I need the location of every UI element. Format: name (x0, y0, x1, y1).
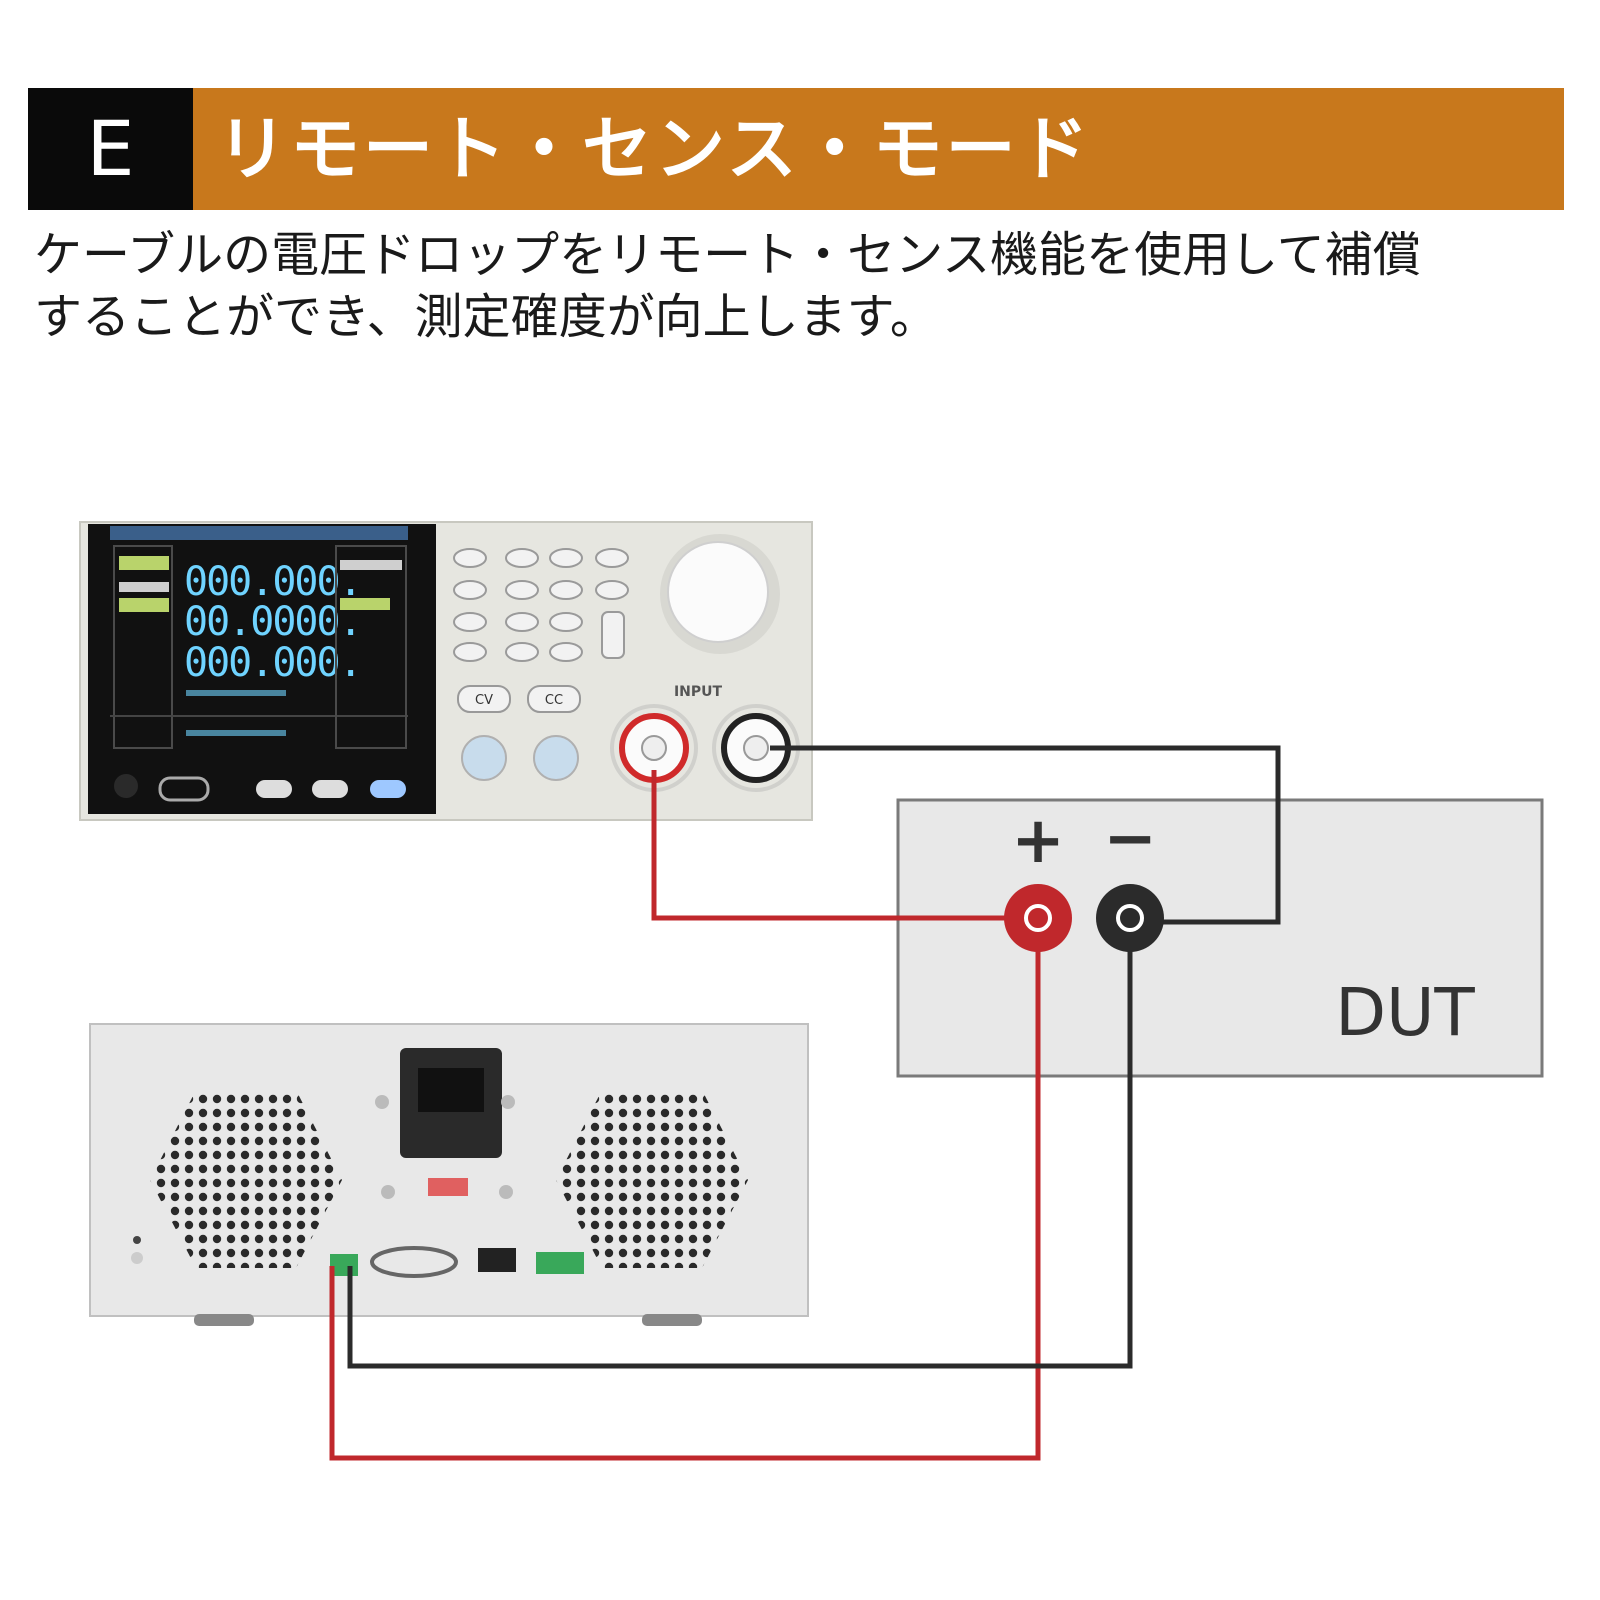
screen-reading-3: 000.000. (184, 640, 361, 686)
dut-box: + − DUT (896, 798, 1544, 1078)
sense-minus-wire (347, 944, 1133, 1369)
front-plus-wire (651, 770, 1034, 921)
section-header: E リモート・センス・モード (28, 88, 1564, 210)
cv-button (457, 685, 511, 713)
section-letter: E (28, 88, 193, 210)
screen-reading-1: 000.000. (184, 559, 361, 605)
screen-bezel (88, 524, 436, 814)
screen-reading-2: 00.0000. (184, 599, 361, 645)
electronic-load-front-panel: 000.000. 00.0000. 000.000. CV CC (79, 521, 813, 821)
description-line-2: することができ、測定確度が向上します。 (34, 289, 938, 345)
input-label: INPUT (674, 684, 723, 700)
wires (329, 745, 1281, 1461)
keypad (453, 548, 629, 662)
section-title: リモート・センス・モード (193, 88, 1564, 210)
cc-button (527, 685, 581, 713)
dut-plus-label: + (1011, 804, 1065, 878)
left-fan-grille (150, 1090, 342, 1268)
dut-plus-terminal (1004, 884, 1072, 952)
dut-minus-terminal (1096, 884, 1164, 952)
front-minus-wire (770, 745, 1281, 925)
sense-plus-wire (329, 944, 1041, 1461)
description-line-1: ケーブルの電圧ドロップをリモート・センス機能を使用して補償 (34, 227, 1421, 283)
right-fan-grille (556, 1090, 748, 1268)
cv-button-label: CV (475, 693, 493, 708)
electronic-load-rear-panel (89, 1023, 809, 1326)
dut-minus-label: − (1103, 802, 1157, 876)
dut-label: DUT (1335, 974, 1475, 1051)
description-text: ケーブルの電圧ドロップをリモート・センス機能を使用して補償 することができ、測定… (34, 224, 1574, 348)
cc-button-label: CC (545, 693, 563, 708)
dut-terminals (1004, 884, 1164, 952)
